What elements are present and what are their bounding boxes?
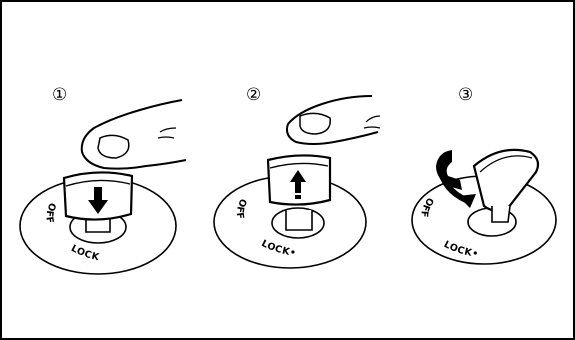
step-2-up-arrow-icon [290, 170, 306, 199]
step-1: ① OFF LOCK [19, 85, 187, 275]
step-3: ③ OFF LOCK• [411, 85, 557, 265]
step-2: ② OFF LOCK• [213, 85, 381, 269]
step-1-number: ① [52, 85, 67, 105]
step-2-ring-off: OFF [234, 197, 249, 220]
step-2-finger-icon [286, 95, 381, 145]
step-3-rotate-arrow-icon [436, 150, 476, 208]
step-1-finger-icon [80, 99, 187, 170]
step-1-ring-off: OFF [43, 201, 57, 224]
step-3-number: ③ [458, 85, 473, 105]
step-1-down-arrow-icon [88, 187, 108, 214]
step-2-number: ② [246, 85, 261, 105]
